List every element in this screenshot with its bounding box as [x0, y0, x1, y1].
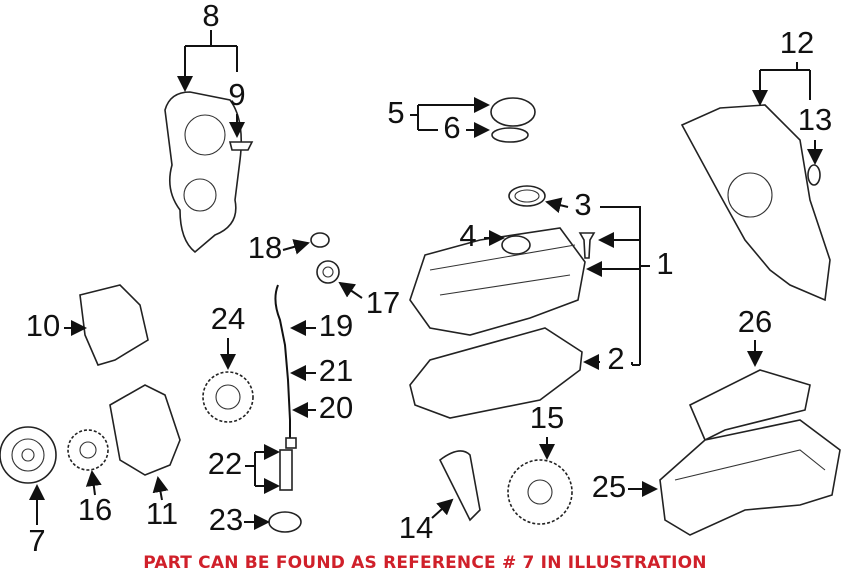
- dowel-pin: [279, 449, 293, 491]
- timing-cover-upper: [164, 91, 243, 254]
- callout-5: 5: [387, 95, 404, 130]
- callout-9: 9: [228, 77, 245, 112]
- camshaft-sprocket: [507, 459, 573, 525]
- callout-25: 25: [592, 469, 626, 504]
- callout-11: 11: [146, 496, 178, 531]
- callout-8: 8: [202, 0, 219, 33]
- callout-26: 26: [738, 304, 772, 339]
- callout-15: 15: [530, 400, 564, 435]
- callout-2: 2: [607, 341, 624, 376]
- clip-part: [228, 141, 254, 151]
- leader-lines: [29, 30, 823, 530]
- callout-1: 1: [656, 246, 673, 281]
- callout-21: 21: [319, 353, 353, 388]
- oil-pump-sprocket: [202, 371, 254, 423]
- callout-23: 23: [209, 502, 243, 537]
- crankshaft-sprocket: [67, 429, 109, 471]
- idler-pulley: [316, 260, 340, 284]
- callout-12: 12: [780, 25, 814, 60]
- oil-pan: [659, 419, 841, 536]
- callout-6: 6: [443, 110, 460, 145]
- callout-7: 7: [28, 523, 45, 558]
- callout-22: 22: [208, 446, 242, 481]
- valve-cover: [409, 227, 586, 336]
- bolt: [578, 232, 596, 259]
- callout-20: 20: [319, 390, 353, 425]
- callout-18: 18: [248, 230, 282, 265]
- oil-pressure-sender: [268, 511, 302, 533]
- reference-note: PART CAN BE FOUND AS REFERENCE # 7 IN IL…: [143, 553, 707, 573]
- callout-3: 3: [574, 187, 591, 222]
- timing-cover-lower: [109, 384, 181, 476]
- callout-14: 14: [399, 510, 433, 545]
- callout-19: 19: [319, 308, 353, 343]
- callout-16: 16: [78, 492, 112, 527]
- callout-17: 17: [366, 285, 400, 320]
- tensioner-pulley: [310, 232, 330, 248]
- callout-13: 13: [798, 102, 832, 137]
- callout-4: 4: [459, 218, 476, 253]
- oil-filler-cap: [490, 97, 536, 143]
- timing-chain-guide: [438, 450, 481, 522]
- callout-24: 24: [211, 301, 245, 336]
- crankshaft-pulley: [0, 426, 57, 484]
- timing-cover-middle: [79, 284, 149, 366]
- dipstick: [274, 284, 297, 449]
- seal-ring: [508, 185, 546, 207]
- callout-10: 10: [26, 308, 60, 343]
